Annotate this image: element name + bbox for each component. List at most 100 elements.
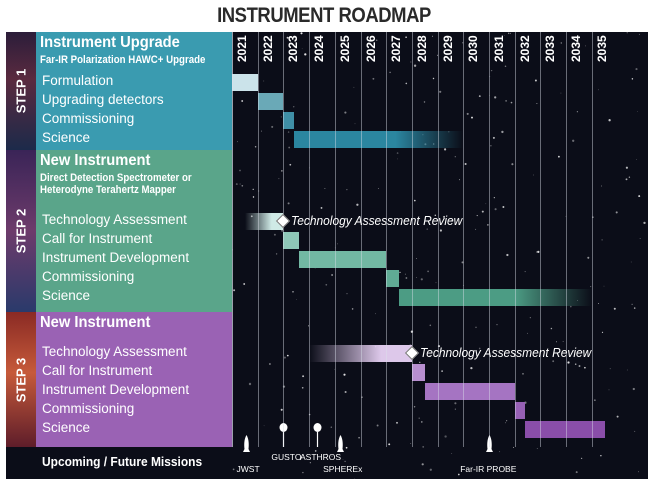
- year-gridline: [334, 32, 336, 447]
- star: [320, 206, 323, 209]
- star: [443, 215, 446, 218]
- year-label: 2026: [363, 35, 378, 62]
- star: [643, 221, 646, 225]
- star: [478, 347, 481, 350]
- star: [599, 52, 602, 54]
- star: [470, 366, 473, 370]
- star: [471, 116, 473, 119]
- star: [271, 125, 274, 128]
- year-gridline: [283, 32, 285, 447]
- star: [536, 448, 538, 449]
- nebula-strip-2: [6, 150, 36, 312]
- star: [429, 355, 431, 357]
- gantt-bar-science: [293, 131, 464, 148]
- star: [436, 54, 439, 56]
- star: [358, 436, 360, 439]
- star: [334, 247, 336, 249]
- star: [308, 413, 311, 416]
- star: [413, 64, 417, 67]
- star: [636, 110, 638, 112]
- star: [572, 139, 575, 142]
- star: [344, 390, 347, 394]
- star: [633, 307, 636, 309]
- star: [239, 169, 241, 172]
- star: [639, 238, 641, 239]
- star: [481, 210, 484, 213]
- star: [522, 373, 524, 375]
- star: [478, 95, 481, 98]
- star: [613, 307, 616, 310]
- missions-label: Upcoming / Future Missions: [42, 454, 203, 469]
- star: [625, 166, 628, 169]
- star: [506, 253, 509, 257]
- star: [638, 33, 640, 35]
- star: [372, 77, 375, 80]
- year-gridline: [437, 32, 439, 447]
- year-gridline: [360, 32, 362, 447]
- star: [584, 366, 586, 369]
- star: [502, 206, 505, 208]
- star: [558, 155, 560, 158]
- star: [248, 382, 252, 386]
- star: [301, 386, 304, 389]
- step-1-title: Instrument Upgrade: [40, 34, 180, 51]
- star: [405, 82, 408, 85]
- year-gridline: [411, 32, 413, 447]
- star: [598, 303, 599, 305]
- star: [263, 425, 265, 427]
- star: [296, 299, 297, 300]
- star: [636, 159, 637, 160]
- year-gridline: [309, 32, 311, 447]
- star: [421, 463, 424, 466]
- star: [489, 95, 491, 97]
- star: [509, 32, 511, 34]
- star: [399, 271, 401, 274]
- star: [635, 68, 638, 71]
- star: [419, 361, 421, 363]
- star: [570, 305, 572, 308]
- star: [631, 78, 634, 80]
- step-2-block: New Instrument Direct Detection Spectrom…: [36, 150, 232, 312]
- star: [287, 202, 290, 205]
- gantt-bar-technology-assessment: [244, 213, 284, 230]
- review-label: Technology Assessment Review: [291, 213, 463, 228]
- year-gridline: [257, 32, 259, 447]
- star: [631, 303, 633, 305]
- star: [422, 446, 425, 448]
- step-1-task: Commissioning: [42, 111, 135, 126]
- star: [590, 286, 592, 288]
- star: [609, 368, 611, 370]
- star: [503, 35, 505, 36]
- star: [587, 256, 590, 259]
- star: [281, 229, 284, 232]
- year-gridline: [540, 32, 542, 447]
- gantt-bar-science: [399, 289, 592, 306]
- star: [459, 179, 461, 181]
- star: [550, 327, 553, 330]
- star: [232, 468, 235, 471]
- star: [490, 145, 492, 147]
- star: [501, 130, 504, 134]
- star: [475, 326, 477, 329]
- star: [287, 131, 290, 133]
- gantt-bar-instrument-development: [424, 383, 515, 400]
- star: [556, 341, 557, 343]
- star: [369, 43, 370, 45]
- star: [376, 39, 378, 41]
- star: [376, 424, 379, 427]
- star: [300, 32, 303, 35]
- gantt-bar-call-for-instrument: [283, 232, 299, 249]
- star: [511, 163, 514, 166]
- star: [314, 450, 317, 452]
- star: [592, 216, 594, 218]
- star: [575, 471, 578, 474]
- year-gridline: [591, 32, 593, 447]
- gantt-bar-commissioning: [514, 402, 525, 419]
- year-gridline: [232, 32, 233, 447]
- gantt-bar-call-for-instrument: [411, 364, 425, 381]
- step-1-task: Formulation: [42, 73, 114, 88]
- star: [325, 283, 328, 286]
- star: [451, 219, 453, 221]
- star: [414, 199, 416, 202]
- year-label: 2031: [492, 35, 506, 62]
